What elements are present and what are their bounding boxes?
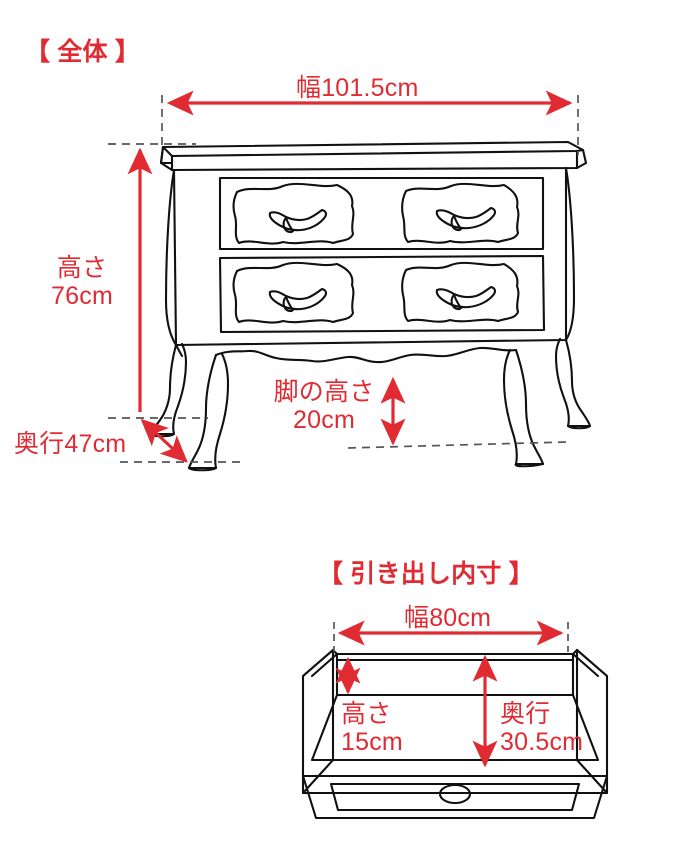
drawer-wall-left-inner (310, 652, 339, 678)
dimension-drawer-height: 高さ 15cm (341, 700, 403, 756)
chest-right-post (564, 166, 576, 342)
chest-drawer-upper-frame (218, 176, 545, 251)
drawer-knob-icon (438, 783, 472, 805)
overall-dimension-arrows (127, 90, 573, 463)
dimension-leg-height: 脚の高さ 20cm (273, 378, 375, 434)
chest-drawer-lower-frame (218, 254, 546, 334)
dimension-overall-depth: 奥行47cm (14, 430, 127, 458)
drawer-wall-right-top (575, 648, 609, 678)
chest-panel-upper-right (401, 182, 520, 244)
chest-top-molding (159, 140, 588, 172)
dimension-overall-height: 高さ 76cm (51, 254, 113, 310)
arrow-overall-depth (140, 418, 188, 463)
section-title-overall: 【 全体 】 (25, 38, 141, 66)
chest-panel-lower-right (401, 261, 520, 323)
drawer-back-edge (335, 652, 575, 662)
chest-leg-front-left (187, 352, 230, 472)
dimension-drawer-width: 幅80cm (404, 604, 492, 632)
chest-leg-front-right (502, 348, 545, 468)
drawer-guide-lines (333, 622, 569, 652)
section-title-drawer-inner: 【 引き出し内寸 】 (318, 560, 534, 588)
chest-illustration (149, 140, 592, 472)
drawer-wall-left-top (301, 648, 335, 678)
chest-panel-upper-left (232, 182, 355, 245)
drawer-wall-right-inner (571, 652, 600, 678)
drawer-front-panel (301, 774, 609, 820)
chest-panel-lower-left (232, 261, 355, 324)
dimension-overall-width: 幅101.5cm (296, 74, 419, 102)
chest-leg-rear-right (554, 337, 592, 430)
drawer-dimension-arrows (335, 620, 564, 768)
chest-apron (214, 346, 518, 364)
chest-carcass (172, 166, 568, 358)
chest-left-post (164, 168, 178, 347)
chest-leg-rear-left (149, 342, 188, 438)
dimension-drawer-depth: 奥行 30.5cm (500, 700, 584, 756)
